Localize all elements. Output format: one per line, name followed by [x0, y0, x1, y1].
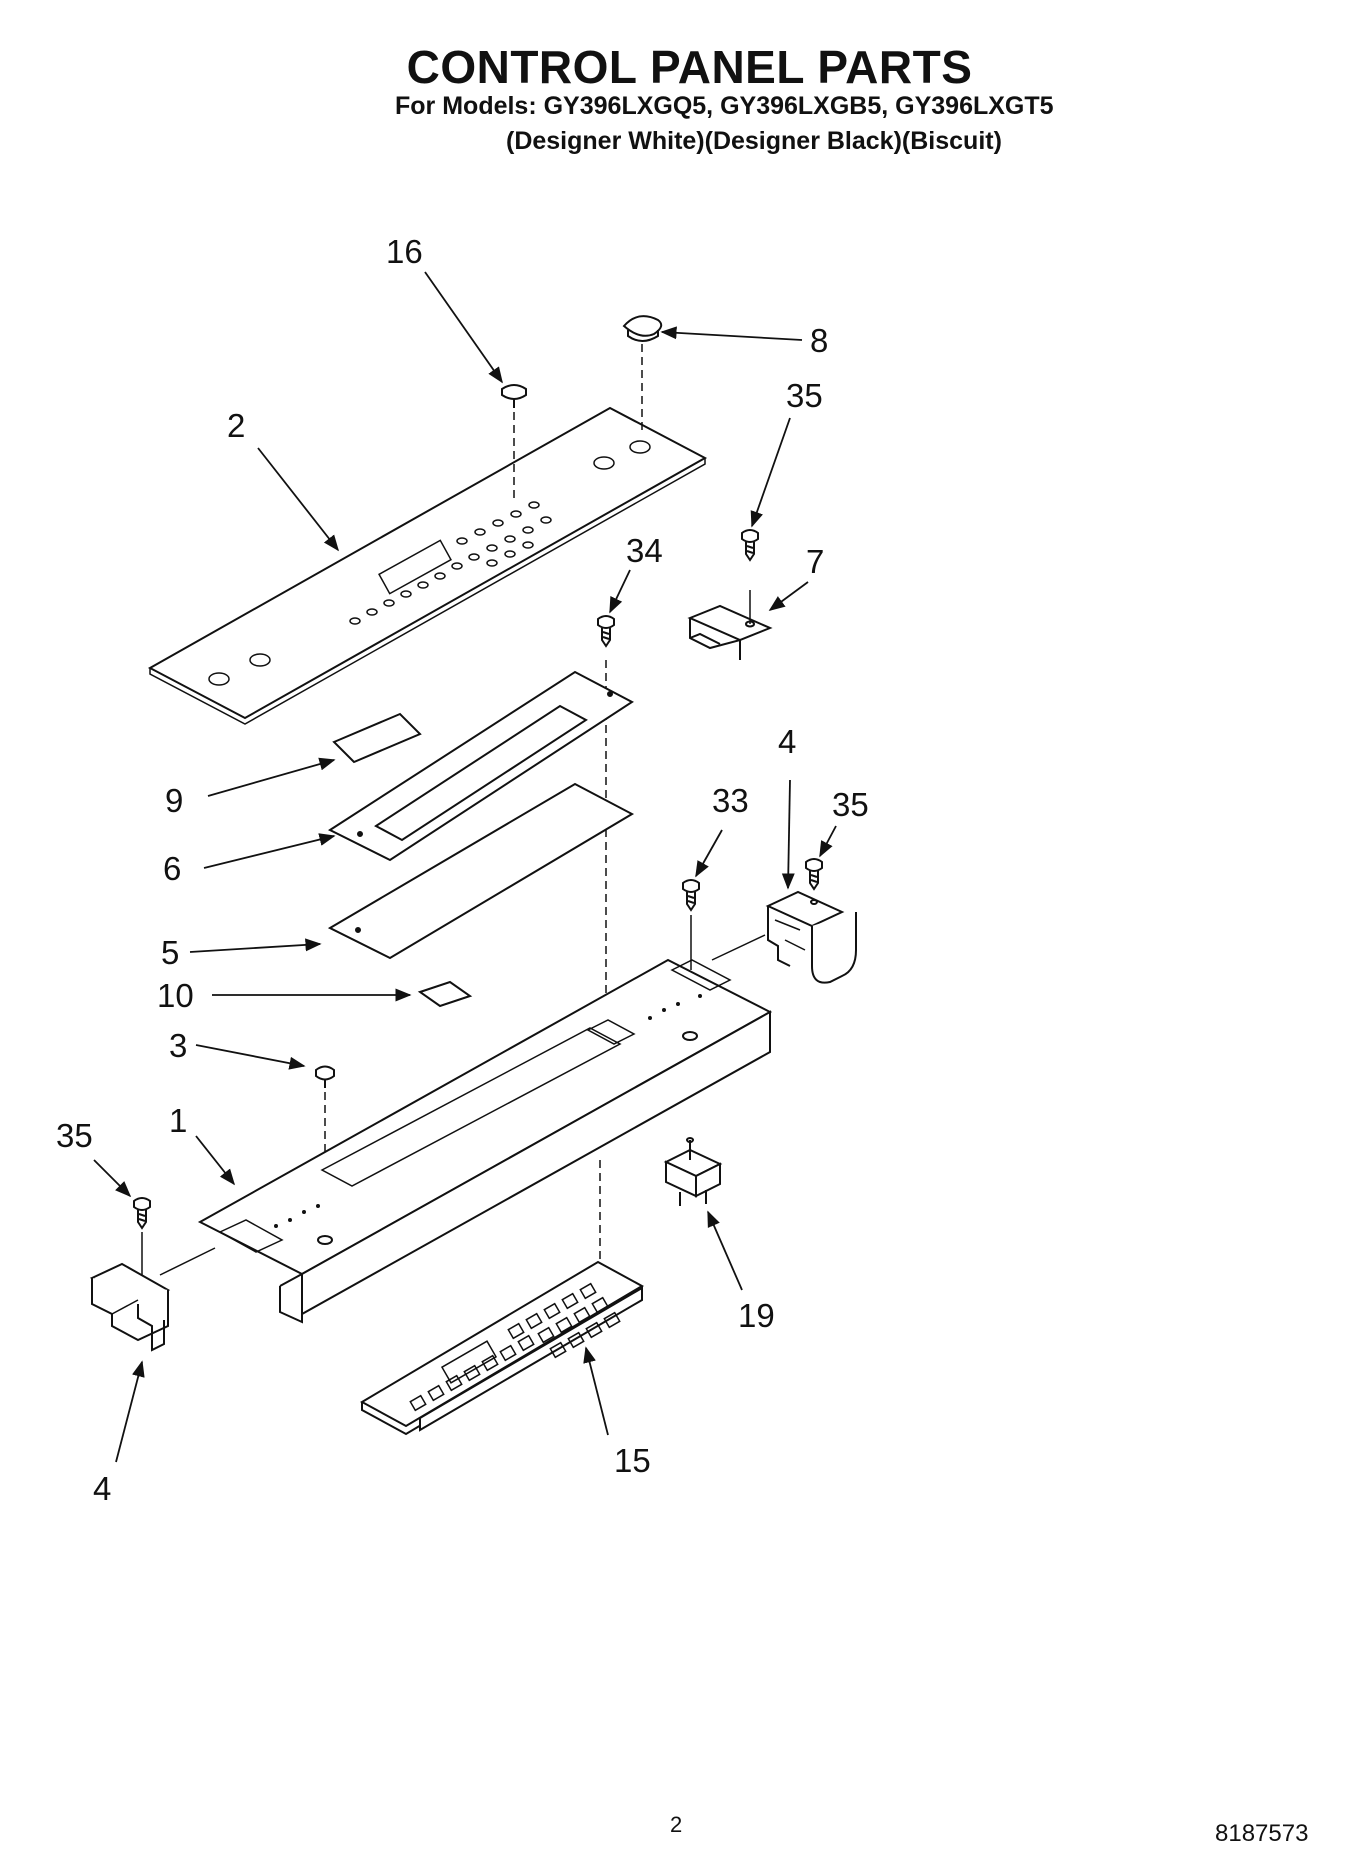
callout-3: 3 [169, 1027, 187, 1064]
chip-part [417, 980, 473, 1008]
callout-33: 33 [712, 782, 749, 819]
knob-part [622, 315, 663, 430]
document-number: 8187573 [1215, 1820, 1309, 1847]
switch-part [663, 1137, 723, 1206]
control-panel-face [147, 406, 708, 725]
screw-35-left [133, 1197, 151, 1290]
callout-10: 10 [157, 977, 194, 1014]
callout-6: 6 [163, 850, 181, 887]
callout-4-left: 4 [93, 1470, 111, 1507]
callout-19: 19 [738, 1297, 775, 1334]
colors-line: (Designer White)(Designer Black)(Biscuit… [506, 127, 1002, 155]
control-board-part [359, 1260, 645, 1436]
screw-34 [597, 615, 615, 1035]
callout-2: 2 [227, 407, 245, 444]
callout-8: 8 [810, 322, 828, 359]
end-cap-right [765, 890, 857, 984]
callout-5: 5 [161, 934, 179, 971]
callout-16: 16 [386, 233, 423, 270]
bracket-part [687, 590, 773, 660]
screw-35-right [805, 858, 823, 891]
screw-35-top [741, 529, 759, 562]
models-line: For Models: GY396LXGQ5, GY396LXGB5, GY39… [395, 92, 1054, 120]
callout-35-top: 35 [786, 377, 823, 414]
callout-35-right: 35 [832, 786, 869, 823]
screw-33 [682, 879, 700, 970]
control-chassis [159, 934, 773, 1324]
callout-9: 9 [165, 782, 183, 819]
end-cap-left [89, 1262, 171, 1352]
callout-4-right: 4 [778, 723, 796, 760]
page-title: CONTROL PANEL PARTS [406, 41, 973, 93]
callout-7: 7 [806, 543, 824, 580]
callout-15: 15 [614, 1442, 651, 1479]
small-button-part [315, 1065, 335, 1160]
window-glass-part [327, 782, 635, 960]
callout-34: 34 [626, 532, 663, 569]
callout-35-left: 35 [56, 1117, 93, 1154]
window-frame-part [327, 670, 634, 862]
page-number: 2 [670, 1812, 683, 1837]
button-part [501, 384, 527, 500]
label-part [332, 712, 422, 764]
callout-1: 1 [169, 1102, 187, 1139]
